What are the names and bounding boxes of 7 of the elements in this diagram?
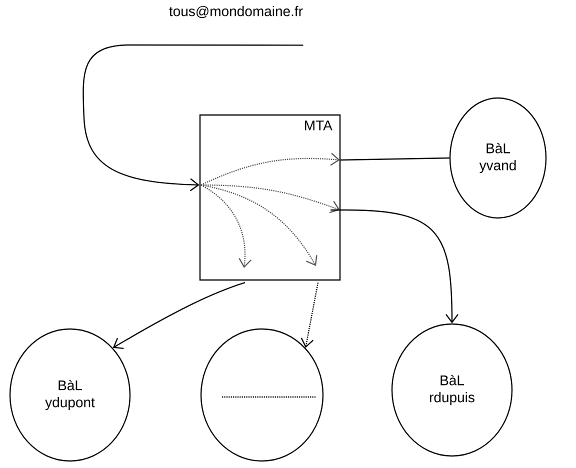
address-label: tous@mondomaine.fr: [169, 6, 303, 18]
arrow: [300, 282, 319, 348]
arrow: [112, 282, 246, 350]
arrow: [82, 44, 304, 192]
mta-box: MTA: [199, 114, 341, 281]
arrow: [330, 209, 458, 324]
mailbox-ellipse: [200, 328, 324, 462]
